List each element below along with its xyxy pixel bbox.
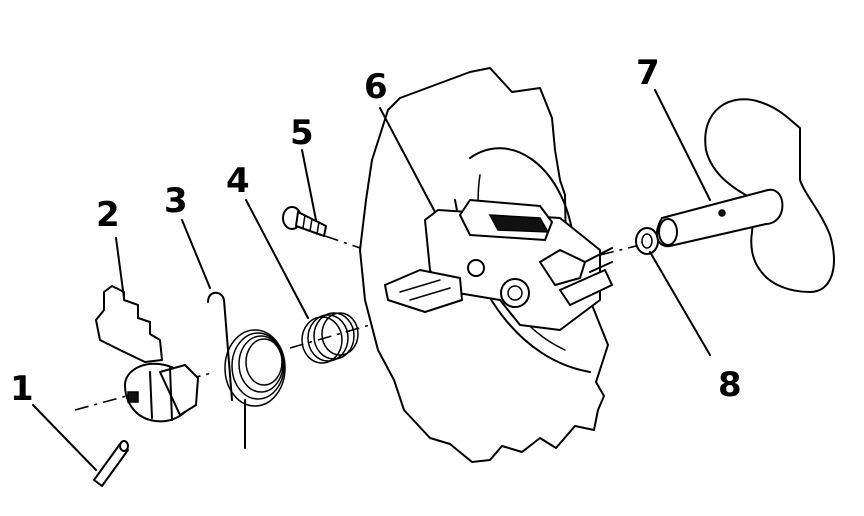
callout-4: 4 [226,161,250,201]
callout-8: 8 [718,365,742,405]
callout-2: 2 [96,195,120,235]
callouts: 1 2 3 4 5 6 7 8 [10,53,742,409]
callout-6: 6 [364,67,388,107]
leader-lines [32,89,711,471]
callout-7: 7 [636,53,660,93]
part-7-lever [655,98,835,293]
part-3-torsion-spring [207,291,286,449]
part-5-screw [282,206,327,237]
callout-3: 3 [164,181,188,221]
part-8-washer [635,227,659,255]
part-1-pin [93,440,129,487]
callout-1: 1 [10,369,34,409]
part-4-compression-spring [301,312,359,364]
part-6-plate-assembly [359,67,613,463]
part-2-pawl [95,285,199,423]
callout-5: 5 [290,113,314,153]
